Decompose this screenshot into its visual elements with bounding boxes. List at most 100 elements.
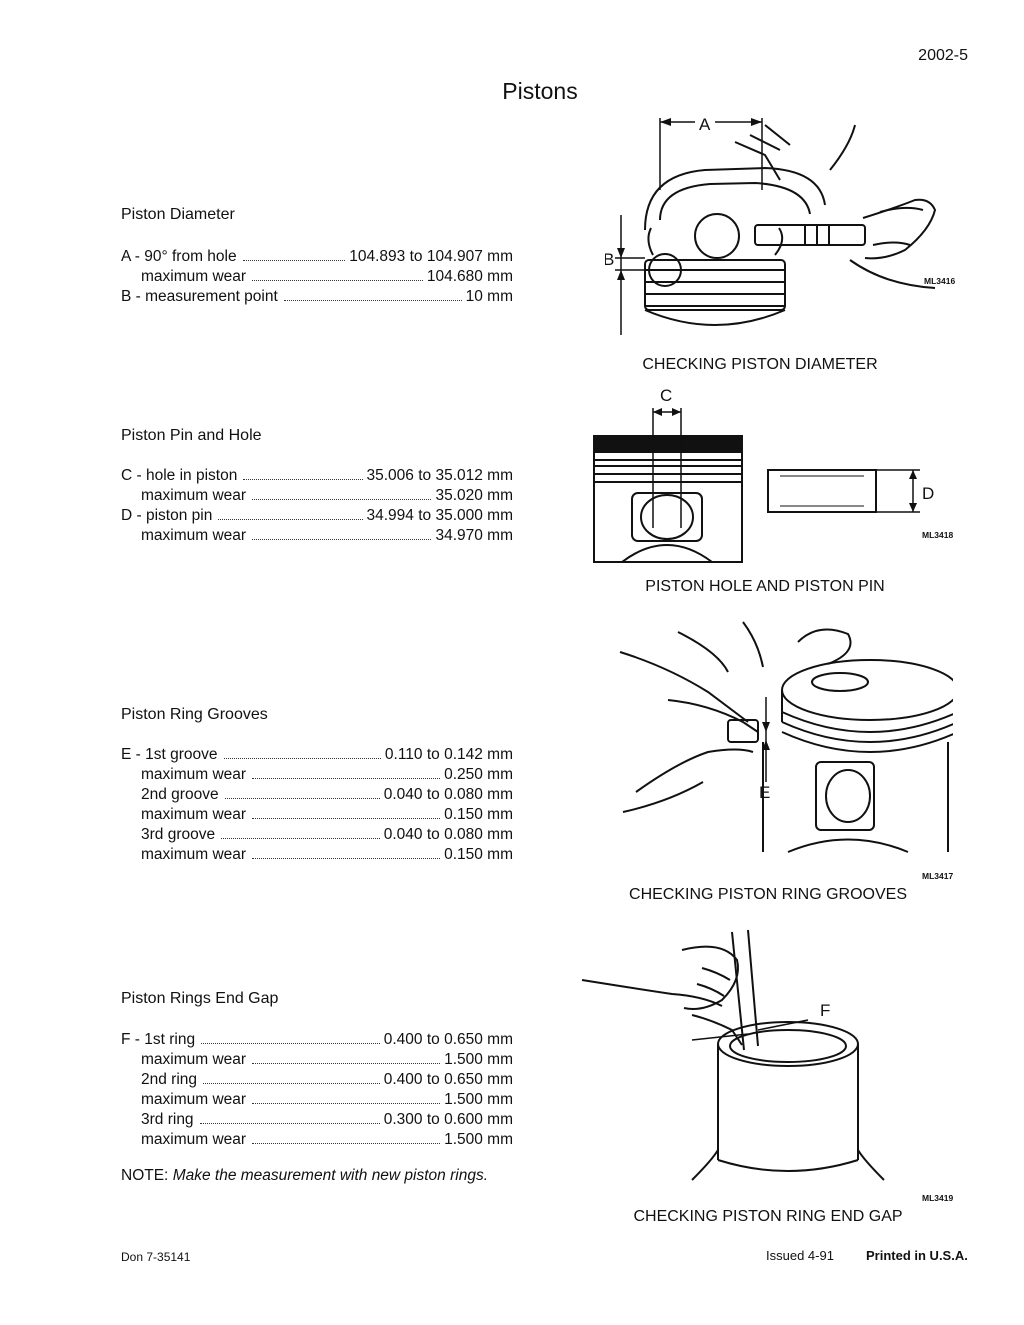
spec-label: C - hole in piston	[121, 467, 238, 484]
dot-leader	[252, 858, 441, 859]
spec-row: maximum wear 35.020 mm	[121, 486, 513, 506]
section-title-piston-ring-grooves: Piston Ring Grooves	[121, 706, 268, 723]
spec-row: maximum wear 0.150 mm	[121, 845, 513, 865]
note-label: NOTE:	[121, 1167, 169, 1184]
figure-label-c: C	[660, 386, 672, 405]
spec-label: E - 1st groove	[121, 746, 218, 763]
figure-caption-piston-ring-end-gap: CHECKING PISTON RING END GAP	[633, 1208, 903, 1225]
dot-leader	[218, 519, 363, 520]
spec-value: 104.893 to 104.907 mm	[349, 248, 513, 265]
figure-label-d: D	[922, 484, 934, 503]
dot-leader	[252, 778, 441, 779]
spec-value: 1.500 mm	[444, 1131, 513, 1148]
dot-leader	[221, 838, 380, 839]
spec-row: D - piston pin 34.994 to 35.000 mm	[121, 506, 513, 526]
dot-leader	[283, 300, 462, 301]
spec-list-piston-ring-grooves: E - 1st groove 0.110 to 0.142 mm maximum …	[121, 745, 513, 865]
dot-leader	[252, 1143, 441, 1144]
spec-label: D - piston pin	[121, 507, 213, 524]
section-title-piston-diameter: Piston Diameter	[121, 206, 235, 223]
spec-label: maximum wear	[141, 487, 247, 504]
figure-piston-hole-and-pin: C D	[593, 386, 934, 563]
figure-label-b: B	[605, 250, 614, 269]
spec-label: maximum wear	[141, 1051, 247, 1068]
dot-leader	[201, 1043, 380, 1044]
dot-leader	[252, 539, 432, 540]
spec-list-piston-pin-and-hole: C - hole in piston 35.006 to 35.012 mm ma…	[121, 466, 513, 546]
spec-value: 34.994 to 35.000 mm	[366, 507, 514, 524]
dot-leader	[252, 499, 432, 500]
section-title-piston-pin-and-hole: Piston Pin and Hole	[121, 427, 262, 444]
spec-value: 0.150 mm	[444, 846, 513, 863]
figure-code-ml3419: ML3419	[922, 1193, 954, 1203]
spec-value: 34.970 mm	[435, 527, 513, 544]
spec-label: 2nd ring	[141, 1071, 198, 1088]
spec-label: maximum wear	[141, 766, 247, 783]
spec-label: F - 1st ring	[121, 1031, 196, 1048]
dot-leader	[224, 798, 380, 799]
spec-value: 0.300 to 0.600 mm	[383, 1111, 513, 1128]
figure-code-ml3418: ML3418	[922, 530, 954, 540]
spec-label: maximum wear	[141, 846, 247, 863]
figure-piston-ring-grooves: E	[619, 621, 953, 853]
spec-label: maximum wear	[141, 806, 247, 823]
spec-value: 10 mm	[465, 288, 513, 305]
spec-row: 3rd ring 0.300 to 0.600 mm	[121, 1110, 513, 1130]
spec-label: 3rd ring	[141, 1111, 194, 1128]
dot-leader	[223, 758, 381, 759]
dot-leader	[252, 1103, 441, 1104]
page-number: 2002-5	[918, 47, 968, 64]
figure-code-ml3417: ML3417	[922, 871, 954, 881]
footer-document-number: Don 7-35141	[121, 1250, 191, 1264]
figure-caption-piston-diameter: CHECKING PISTON DIAMETER	[642, 356, 878, 373]
spec-value: 0.400 to 0.650 mm	[383, 1031, 513, 1048]
spec-row: maximum wear 0.250 mm	[121, 765, 513, 785]
spec-value: 0.040 to 0.080 mm	[383, 826, 513, 843]
spec-row: A - 90° from hole 104.893 to 104.907 mm	[121, 247, 513, 267]
figure-piston-ring-end-gap: F	[581, 929, 885, 1181]
dot-leader	[252, 280, 423, 281]
spec-label: 2nd groove	[141, 786, 219, 803]
spec-label: B - measurement point	[121, 288, 278, 305]
spec-label: A - 90° from hole	[121, 248, 237, 265]
dot-leader	[252, 818, 441, 819]
dot-leader	[203, 1083, 380, 1084]
spec-row: 3rd groove 0.040 to 0.080 mm	[121, 825, 513, 845]
spec-row: B - measurement point 10 mm	[121, 287, 513, 307]
page-title: Pistons	[502, 78, 578, 104]
footer-printed: Printed in U.S.A.	[866, 1248, 968, 1263]
spec-row: 2nd ring 0.400 to 0.650 mm	[121, 1070, 513, 1090]
dot-leader	[243, 479, 363, 480]
spec-value: 0.250 mm	[444, 766, 513, 783]
figure-code-ml3416: ML3416	[924, 276, 956, 286]
spec-value: 0.040 to 0.080 mm	[383, 786, 513, 803]
figure-caption-piston-hole-and-pin: PISTON HOLE AND PISTON PIN	[645, 578, 885, 595]
figure-label-a: A	[699, 115, 711, 134]
spec-label: maximum wear	[141, 527, 247, 544]
spec-label: maximum wear	[141, 268, 247, 285]
dot-leader	[242, 260, 346, 261]
figure-label-f: F	[820, 1001, 830, 1020]
spec-label: 3rd groove	[141, 826, 216, 843]
figure-caption-piston-ring-grooves: CHECKING PISTON RING GROOVES	[629, 886, 907, 903]
dot-leader	[199, 1123, 380, 1124]
spec-row: maximum wear 34.970 mm	[121, 526, 513, 546]
spec-value: 35.020 mm	[435, 487, 513, 504]
spec-value: 1.500 mm	[444, 1091, 513, 1108]
spec-value: 0.400 to 0.650 mm	[383, 1071, 513, 1088]
spec-row: C - hole in piston 35.006 to 35.012 mm	[121, 466, 513, 486]
spec-value: 35.006 to 35.012 mm	[366, 467, 514, 484]
spec-label: maximum wear	[141, 1131, 247, 1148]
dot-leader	[252, 1063, 441, 1064]
spec-row: 2nd groove 0.040 to 0.080 mm	[121, 785, 513, 805]
spec-row: maximum wear 1.500 mm	[121, 1130, 513, 1150]
spec-value: 0.110 to 0.142 mm	[384, 746, 513, 763]
spec-row: F - 1st ring 0.400 to 0.650 mm	[121, 1030, 513, 1050]
spec-value: 0.150 mm	[444, 806, 513, 823]
spec-row: maximum wear 0.150 mm	[121, 805, 513, 825]
note-text: Make the measurement with new piston rin…	[172, 1167, 489, 1184]
spec-list-piston-diameter: A - 90° from hole 104.893 to 104.907 mm m…	[121, 247, 513, 307]
